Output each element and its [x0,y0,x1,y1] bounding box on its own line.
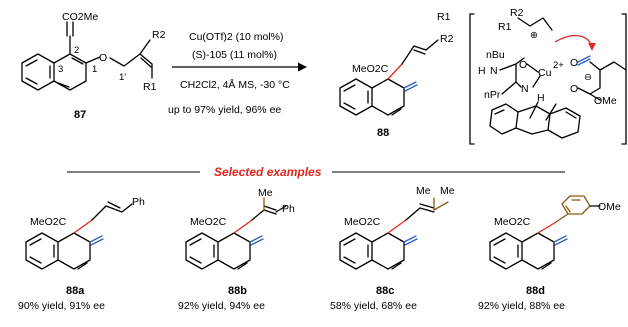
example-88b-result: 92% yield, 94% ee [178,300,265,312]
example-88b-ester: MeO2C [190,216,227,228]
example-88d-id: 88d [526,285,545,297]
example-88c-ester: MeO2C [344,216,381,228]
example-88b-me: Me [258,187,273,199]
product-ester: MeO2C [352,63,389,75]
ts-cu: Cu [538,67,552,79]
ts-charge-minus: ⊖ [584,72,592,83]
ts-npr: nPr [484,89,501,101]
example-88d-ester: MeO2C [494,216,531,228]
example-88c-me-1: Me [416,185,431,197]
ts-o: O [519,59,527,71]
example-88a-id: 88a [66,285,85,297]
example-88b: MeO2C Me Ph 88b 92% yield, 94% ee [178,187,295,312]
product-r2: R2 [440,33,454,45]
transition-state: R2 R1 ⊕ nBu H N O Cu 2+ O O OMe nPr N H … [469,7,627,145]
product-label: 88 [377,127,389,139]
example-88d-result: 92% yield, 88% ee [478,300,565,312]
example-88a-group: Ph [132,196,145,208]
ts-r2: R2 [510,7,524,19]
ts-o-lower: O [570,83,578,95]
substrate-label: 87 [74,109,86,121]
product-r1: R1 [437,11,451,23]
ts-o-upper: O [570,57,578,69]
example-88c-id: 88c [376,285,394,297]
ts-h: H [478,65,486,77]
ts-cu-charge: 2+ [553,60,564,71]
reaction-conditions: Cu(OTf)2 (10 mol%) (S)-105 (11 mol%) CH2… [168,31,307,116]
substrate-oxygen: O [99,52,107,64]
example-88c-result: 58% yield, 68% ee [330,300,417,312]
ts-ome: OMe [594,95,617,107]
ts-n-lower: N [521,83,529,95]
substrate-atom-1: 1 [92,64,97,75]
example-88a-ester: MeO2C [30,216,67,228]
substrate-87: CO2Me O R2 R1 2 3 1 1' 87 [21,11,166,121]
ts-h-lower: H [537,92,545,104]
substrate-r1: R1 [143,81,157,93]
section-divider: Selected examples [67,165,565,179]
product-88: MeO2C R1 R2 88 [339,11,454,139]
example-88b-ph: Ph [282,203,295,215]
condition-catalyst: Cu(OTf)2 (10 mol%) [189,31,284,43]
example-88a-result: 90% yield, 91% ee [18,300,105,312]
substrate-atom-2: 2 [74,45,79,56]
example-88b-id: 88b [228,285,247,297]
substrate-ester: CO2Me [62,11,98,23]
condition-ligand: (S)-105 (11 mol%) [192,49,277,61]
ts-r1: R1 [498,21,512,33]
ts-charge-plus: ⊕ [530,30,538,41]
substrate-r2: R2 [152,29,166,41]
section-title: Selected examples [214,165,322,179]
example-88a: MeO2C Ph 88a 90% yield, 91% ee [18,196,145,312]
substrate-atom-3: 3 [58,64,63,75]
ts-nbu: nBu [486,49,505,61]
condition-solvent: CH2Cl2, 4Å MS, -30 °C [180,78,290,91]
example-88d-group: OMe [598,201,621,213]
condition-result: up to 97% yield, 96% ee [168,104,281,116]
example-88d: MeO2C OMe 88d 92% yield, 88% ee [478,195,621,312]
example-88c: MeO2C Me Me 88c 58% yield, 68% ee [330,185,455,312]
example-88c-me-2: Me [440,185,455,197]
ts-n: N [490,65,498,77]
substrate-atom-1prime: 1' [119,72,126,83]
